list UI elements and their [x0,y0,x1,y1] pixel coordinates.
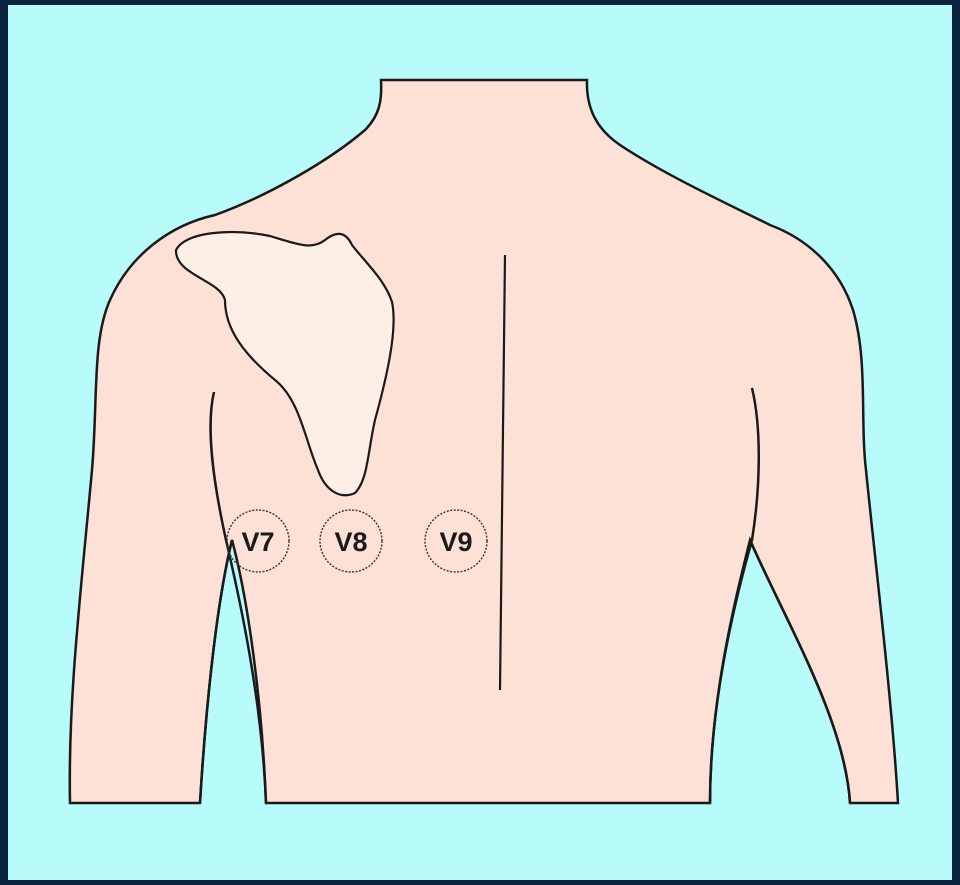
lead-v7-label: V7 [241,527,274,557]
torso-body [70,80,898,803]
lead-v8-label: V8 [334,527,367,557]
lead-v9-label: V9 [439,527,472,557]
